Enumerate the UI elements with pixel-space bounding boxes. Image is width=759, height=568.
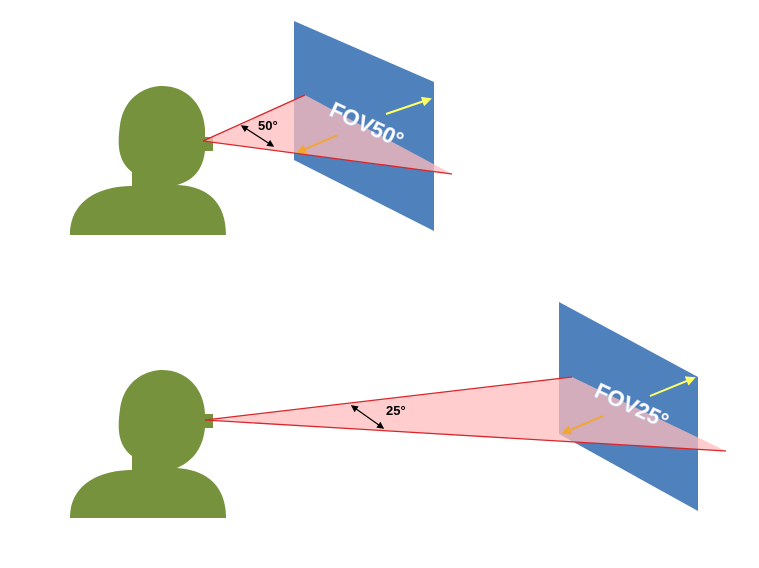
width-arrow-orange	[561, 415, 604, 435]
scene-fov50: 50° FOV50°	[70, 21, 453, 235]
fov-cone-50	[203, 95, 452, 174]
fov-cone-lower-edge	[204, 419, 727, 452]
angle-arrow-icon	[350, 405, 385, 429]
fov-cone-upper-edge	[204, 376, 573, 421]
screen-panel-50	[294, 21, 434, 231]
width-arrow-yellow	[649, 376, 696, 397]
width-arrow-yellow	[385, 96, 432, 115]
angle-arrow-icon	[240, 125, 275, 147]
angle-label-50: 50°	[258, 118, 278, 133]
fov-cone-upper-edge	[202, 94, 306, 142]
person-silhouette-icon	[70, 370, 226, 518]
scene-fov25: 25° FOV25°	[70, 302, 727, 518]
person-silhouette-icon	[70, 86, 226, 235]
angle-label-25: 25°	[386, 403, 406, 418]
width-arrow-orange	[296, 134, 339, 154]
fov-cone-25	[205, 377, 726, 451]
